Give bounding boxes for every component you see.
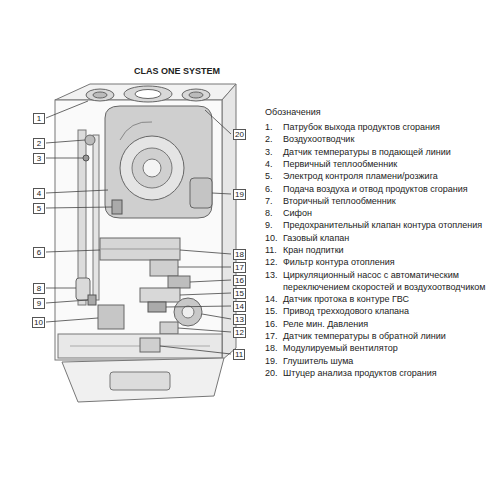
callout-number: 18 xyxy=(233,249,246,260)
item-text: Электрод контроля пламени/розжига xyxy=(283,170,495,182)
item-text: Привод трехходового клапана xyxy=(283,305,495,317)
item-text: Штуцер анализа продуктов сгорания xyxy=(283,367,495,379)
callout-number: 15 xyxy=(233,288,246,299)
item-text: Датчик температуры в подающей линии xyxy=(283,146,495,158)
callout-number: 13 xyxy=(233,314,246,325)
item-number: 1. xyxy=(265,121,273,133)
item-text: Циркуляционный насос с автоматическим пе… xyxy=(283,269,495,294)
item-number: 8. xyxy=(265,207,273,219)
callout-number: 16 xyxy=(233,275,246,286)
item-number: 6. xyxy=(265,183,273,195)
item-number: 5. xyxy=(265,170,273,182)
item-text: Вторичный теплообменник xyxy=(283,195,495,207)
item-number: 20. xyxy=(265,367,278,379)
callout-number: 20 xyxy=(233,129,246,140)
item-number: 18. xyxy=(265,342,278,354)
item-number: 3. xyxy=(265,146,273,158)
callout-number: 11 xyxy=(233,349,245,360)
item-text: Подача воздуха и отвод продуктов сгорани… xyxy=(283,183,495,195)
item-text: Датчик температуры в обратной линии xyxy=(283,330,495,342)
item-number: 10. xyxy=(265,232,278,244)
callout-number: 1 xyxy=(33,113,45,124)
callout-number: 4 xyxy=(33,188,45,199)
item-number: 15. xyxy=(265,305,278,317)
callout-number: 12 xyxy=(233,327,246,338)
callout-number: 17 xyxy=(233,262,246,273)
item-text: Патрубок выхода продуктов сгорания xyxy=(283,121,495,133)
item-text: Кран подпитки xyxy=(283,244,495,256)
item-text: Воздухоотводчик xyxy=(283,133,495,145)
item-number: 13. xyxy=(265,269,278,281)
item-text: Первичный теплообменник xyxy=(283,158,495,170)
item-number: 11. xyxy=(265,244,277,256)
callout-number: 3 xyxy=(33,153,45,164)
item-number: 17. xyxy=(265,330,278,342)
legend-heading: Обозначения xyxy=(265,107,321,117)
item-text: Реле мин. Давления xyxy=(283,318,495,330)
callout-number: 19 xyxy=(233,189,246,200)
callout-number: 10 xyxy=(32,317,45,328)
callout-number: 14 xyxy=(233,301,246,312)
item-number: 7. xyxy=(265,195,273,207)
item-text: Глушитель шума xyxy=(283,355,495,367)
item-text: Фильтр контура отопления xyxy=(283,256,495,268)
callout-number: 6 xyxy=(33,247,45,258)
diagram-title: CLAS ONE SYSTEM xyxy=(134,66,220,76)
item-text: Газовый клапан xyxy=(283,232,495,244)
item-text: Датчик протока в контуре ГВС xyxy=(283,293,495,305)
item-text: Предохранительный клапан контура отоплен… xyxy=(283,219,495,231)
callout-number: 2 xyxy=(33,138,45,149)
item-number: 2. xyxy=(265,133,273,145)
item-number: 4. xyxy=(265,158,273,170)
callout-number: 8 xyxy=(33,283,45,294)
item-number: 12. xyxy=(265,256,278,268)
callout-number: 5 xyxy=(33,203,45,214)
item-text: Сифон xyxy=(283,207,495,219)
item-text: Модулируемый вентилятор xyxy=(283,342,495,354)
item-number: 14. xyxy=(265,293,278,305)
callout-number: 9 xyxy=(33,298,45,309)
item-number: 9. xyxy=(265,219,273,231)
item-number: 19. xyxy=(265,355,278,367)
item-number: 16. xyxy=(265,318,278,330)
